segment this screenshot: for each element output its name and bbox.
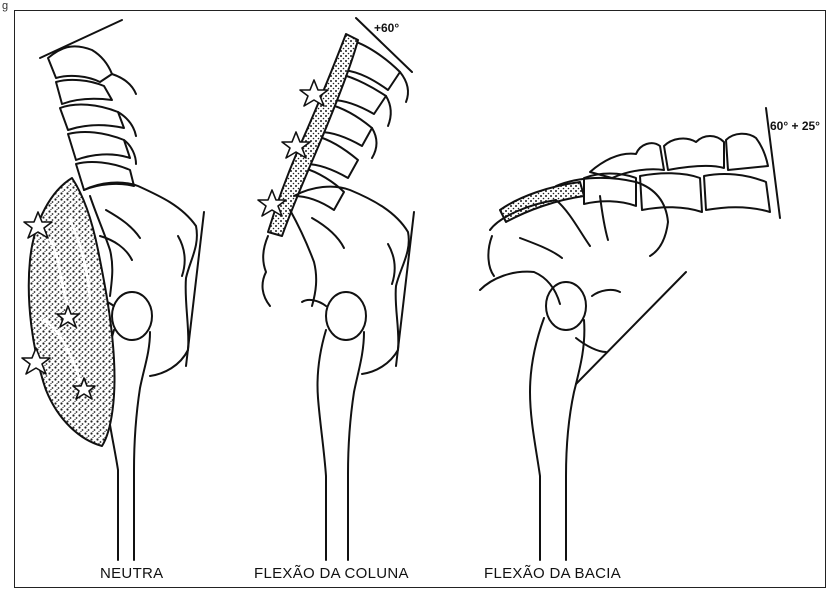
spine-pelvis — [290, 187, 409, 374]
neutral-muscle-mass — [29, 178, 115, 446]
caption-neutral: NEUTRA — [100, 565, 163, 582]
spine-sacrum-edge — [263, 236, 270, 306]
pelvis-anterior-line — [576, 272, 686, 384]
panel-spine-flexion: +60° — [258, 18, 414, 560]
pelvis-spine-horizontal — [584, 134, 770, 212]
pelvis-angle-label: 60° + 25° — [770, 119, 820, 133]
neutral-anterior-line — [186, 212, 204, 366]
caption-spine-flexion: FLEXÃO DA COLUNA — [254, 565, 409, 582]
spine-femur — [302, 292, 366, 560]
spine-stretched-muscle — [268, 34, 358, 236]
caption-pelvis-flexion: FLEXÃO DA BACIA — [484, 565, 621, 582]
panel-pelvis-flexion: 60° + 25° — [480, 108, 820, 560]
neutral-lumbar-spine — [48, 46, 136, 190]
pelvis-femur — [530, 282, 620, 560]
panel-neutral — [22, 20, 204, 560]
spine-angle-label: +60° — [374, 21, 399, 35]
neutral-reference-line — [40, 20, 122, 58]
spine-anterior-line — [396, 212, 414, 366]
